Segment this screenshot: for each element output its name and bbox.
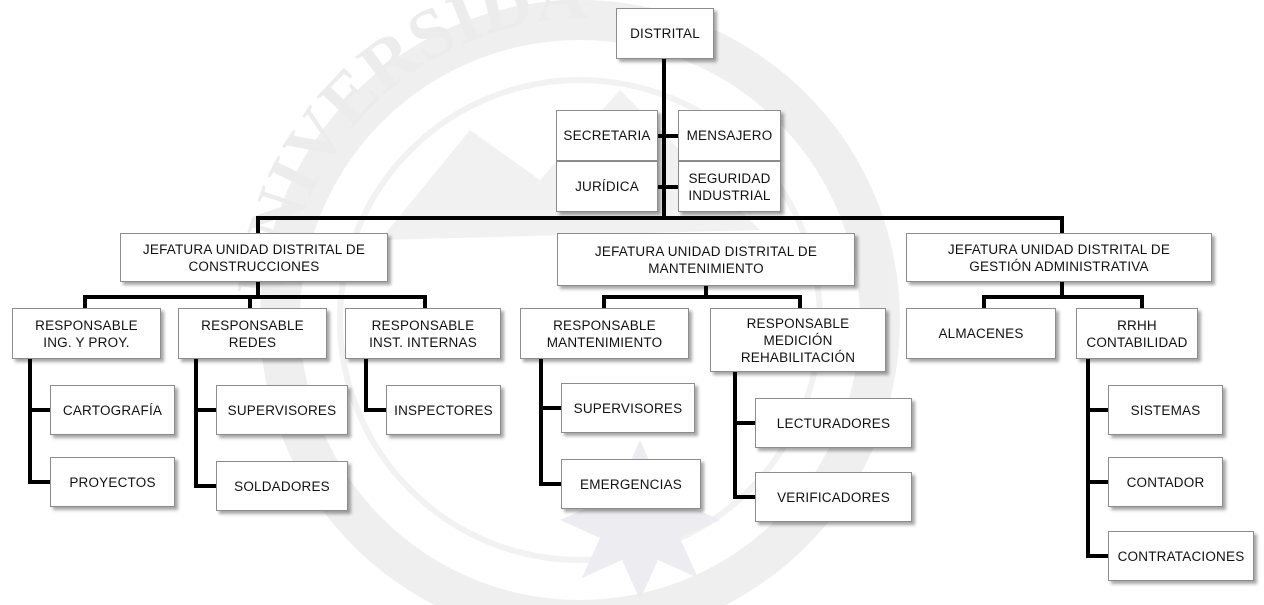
node-distrital: DISTRITAL (616, 8, 714, 59)
node-jefatura-mantenimiento: JEFATURA UNIDAD DISTRITAL DE MANTENIMIEN… (557, 233, 855, 286)
node-supervisores-mantenimiento: SUPERVISORES (561, 383, 695, 433)
node-rrhh-contabilidad: RRHH CONTABILIDAD (1076, 308, 1198, 359)
node-contrataciones: CONTRATACIONES (1108, 531, 1254, 581)
node-sistemas: SISTEMAS (1108, 385, 1223, 435)
node-verificadores: VERIFICADORES (755, 472, 912, 522)
node-responsable-medicion: RESPONSABLE MEDICIÓN REHABILITACIÓN (710, 308, 886, 372)
node-supervisores-redes: SUPERVISORES (216, 385, 348, 435)
node-responsable-redes: RESPONSABLE REDES (178, 308, 327, 359)
node-responsable-mantenimiento: RESPONSABLE MANTENIMIENTO (520, 308, 689, 359)
node-juridica: JURÍDICA (556, 161, 658, 212)
node-mensajero: MENSAJERO (678, 110, 781, 161)
node-almacenes: ALMACENES (906, 308, 1056, 359)
node-jefatura-gestion: JEFATURA UNIDAD DISTRITAL DE GESTIÓN ADM… (906, 233, 1212, 282)
node-jefatura-construcciones: JEFATURA UNIDAD DISTRITAL DE CONSTRUCCIO… (120, 233, 388, 282)
node-cartografia: CARTOGRAFÍA (50, 385, 175, 435)
node-inspectores: INSPECTORES (386, 385, 501, 435)
node-secretaria: SECRETARIA (556, 110, 658, 161)
node-lecturadores: LECTURADORES (755, 398, 912, 448)
node-responsable-inst-internas: RESPONSABLE INST. INTERNAS (345, 308, 501, 359)
node-proyectos: PROYECTOS (50, 457, 175, 507)
node-soldadores: SOLDADORES (216, 461, 348, 511)
node-seguridad-industrial: SEGURIDAD INDUSTRIAL (678, 161, 781, 212)
node-responsable-ing-proy: RESPONSABLE ING. Y PROY. (12, 308, 161, 359)
node-emergencias: EMERGENCIAS (561, 459, 701, 509)
node-contador: CONTADOR (1108, 457, 1223, 507)
